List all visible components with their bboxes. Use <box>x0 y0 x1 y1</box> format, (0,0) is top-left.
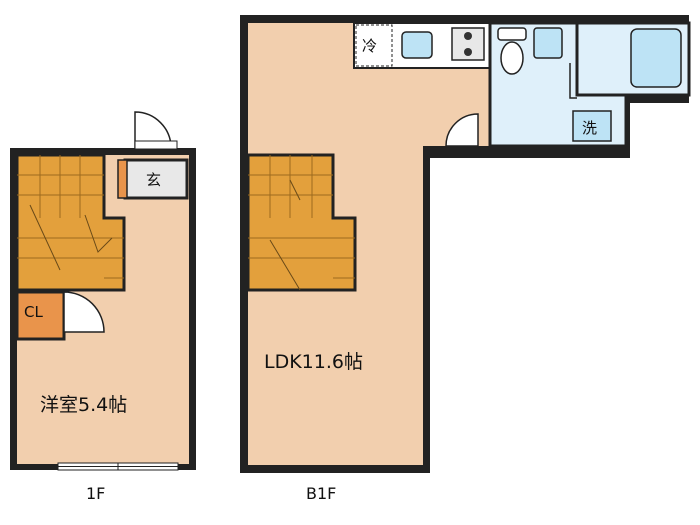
entrance-1f <box>117 111 189 200</box>
closet-1f <box>15 290 105 341</box>
floor-1f <box>10 111 196 471</box>
door-swing-ldk <box>445 113 479 147</box>
room-label-1f: 洋室5.4帖 <box>40 394 128 416</box>
fridge-label: 冷 <box>362 37 378 55</box>
floor-b1f <box>240 15 691 473</box>
window-1f <box>57 462 179 471</box>
floor-label-1f: 1F <box>86 484 106 503</box>
kitchen-counter <box>353 22 491 69</box>
room-label-b1f: LDK11.6帖 <box>264 351 363 373</box>
room-ldk-b1f <box>248 23 490 465</box>
staircase-1f <box>15 153 126 292</box>
staircase-b1f <box>246 153 357 292</box>
washer-label: 洗 <box>582 119 598 137</box>
floor-label-b1f: B1F <box>306 484 337 503</box>
wet-area-b1f <box>488 21 691 148</box>
entry-label: 玄 <box>146 171 162 189</box>
closet-label: CL <box>24 303 43 321</box>
